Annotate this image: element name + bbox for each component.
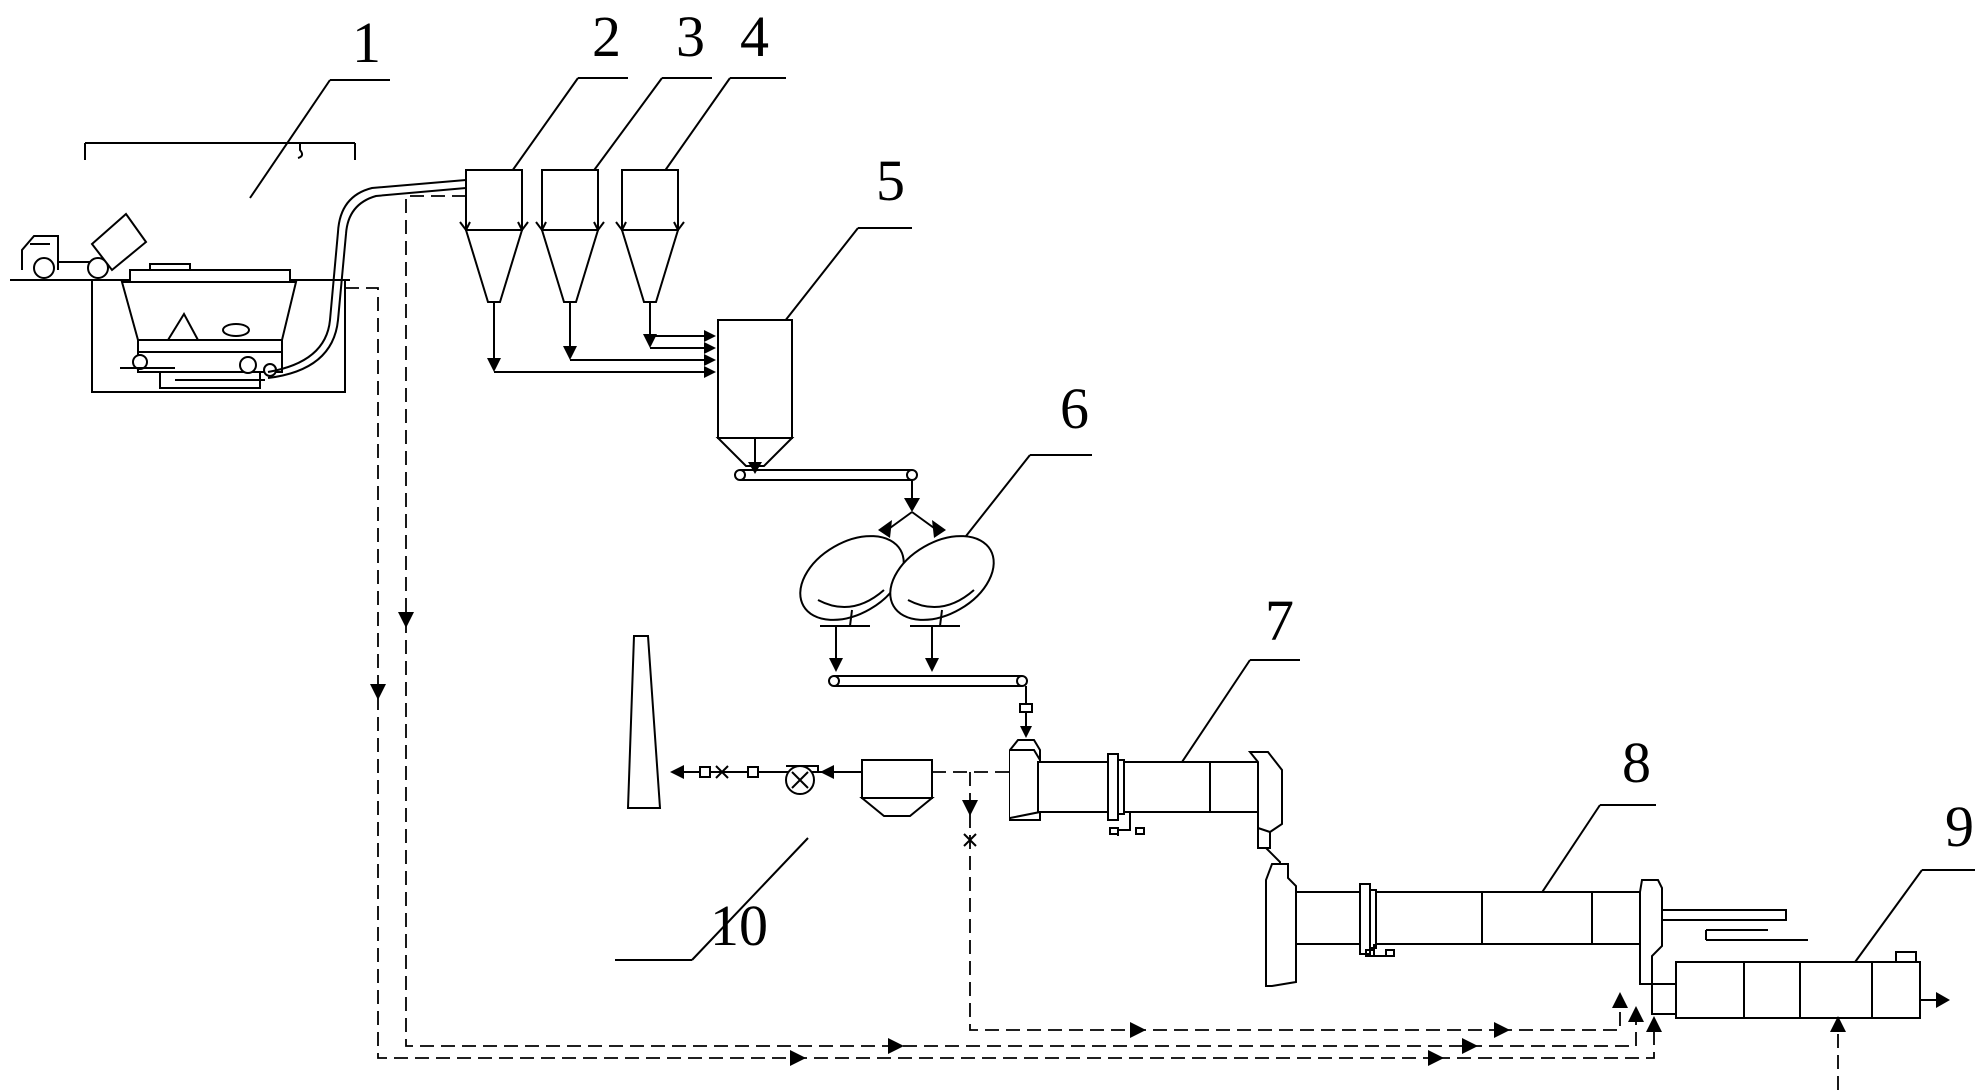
dashed-return-lines xyxy=(345,195,1662,1066)
svg-text:6: 6 xyxy=(1060,376,1089,441)
mixing-silo-5 xyxy=(715,319,795,474)
silo-feed-lines xyxy=(494,330,716,378)
cyclone-silo-4 xyxy=(615,169,685,348)
rotary-kiln-7 xyxy=(1009,739,1283,872)
pelletizer-disc-a xyxy=(799,535,905,672)
svg-text:7: 7 xyxy=(1265,588,1294,653)
cooler-9 xyxy=(1651,951,1950,1090)
label-1: 1 xyxy=(249,10,390,199)
dust-collector-10 xyxy=(859,759,935,817)
svg-text:4: 4 xyxy=(740,4,769,69)
cyclone-silo-3 xyxy=(535,169,605,360)
truck-icon xyxy=(21,212,148,279)
svg-text:8: 8 xyxy=(1622,730,1651,795)
label-8: 8 xyxy=(1524,730,1656,919)
svg-text:3: 3 xyxy=(676,4,705,69)
chimney-stack xyxy=(626,635,662,809)
label-10: 10 xyxy=(615,837,809,961)
exhaust-fan-line xyxy=(670,765,862,795)
svg-text:2: 2 xyxy=(592,4,621,69)
svg-text:9: 9 xyxy=(1945,794,1974,859)
svg-text:1: 1 xyxy=(352,10,381,75)
label-5: 5 xyxy=(769,148,912,341)
pelletizer-disc-b xyxy=(889,535,995,672)
belt-conveyor-lower xyxy=(828,675,1033,738)
svg-text:10: 10 xyxy=(710,893,768,958)
pneumatic-conveying-pipe xyxy=(267,179,467,379)
svg-text:5: 5 xyxy=(876,148,905,213)
rotary-kiln-8 xyxy=(1265,863,1808,987)
cyclone-silo-2 xyxy=(459,169,529,372)
hopper-crusher xyxy=(120,263,298,389)
belt-conveyor-upper xyxy=(734,469,946,538)
label-6: 6 xyxy=(954,376,1092,551)
label-7: 7 xyxy=(1169,588,1300,781)
label-4: 4 xyxy=(649,4,786,193)
label-2: 2 xyxy=(499,4,628,189)
